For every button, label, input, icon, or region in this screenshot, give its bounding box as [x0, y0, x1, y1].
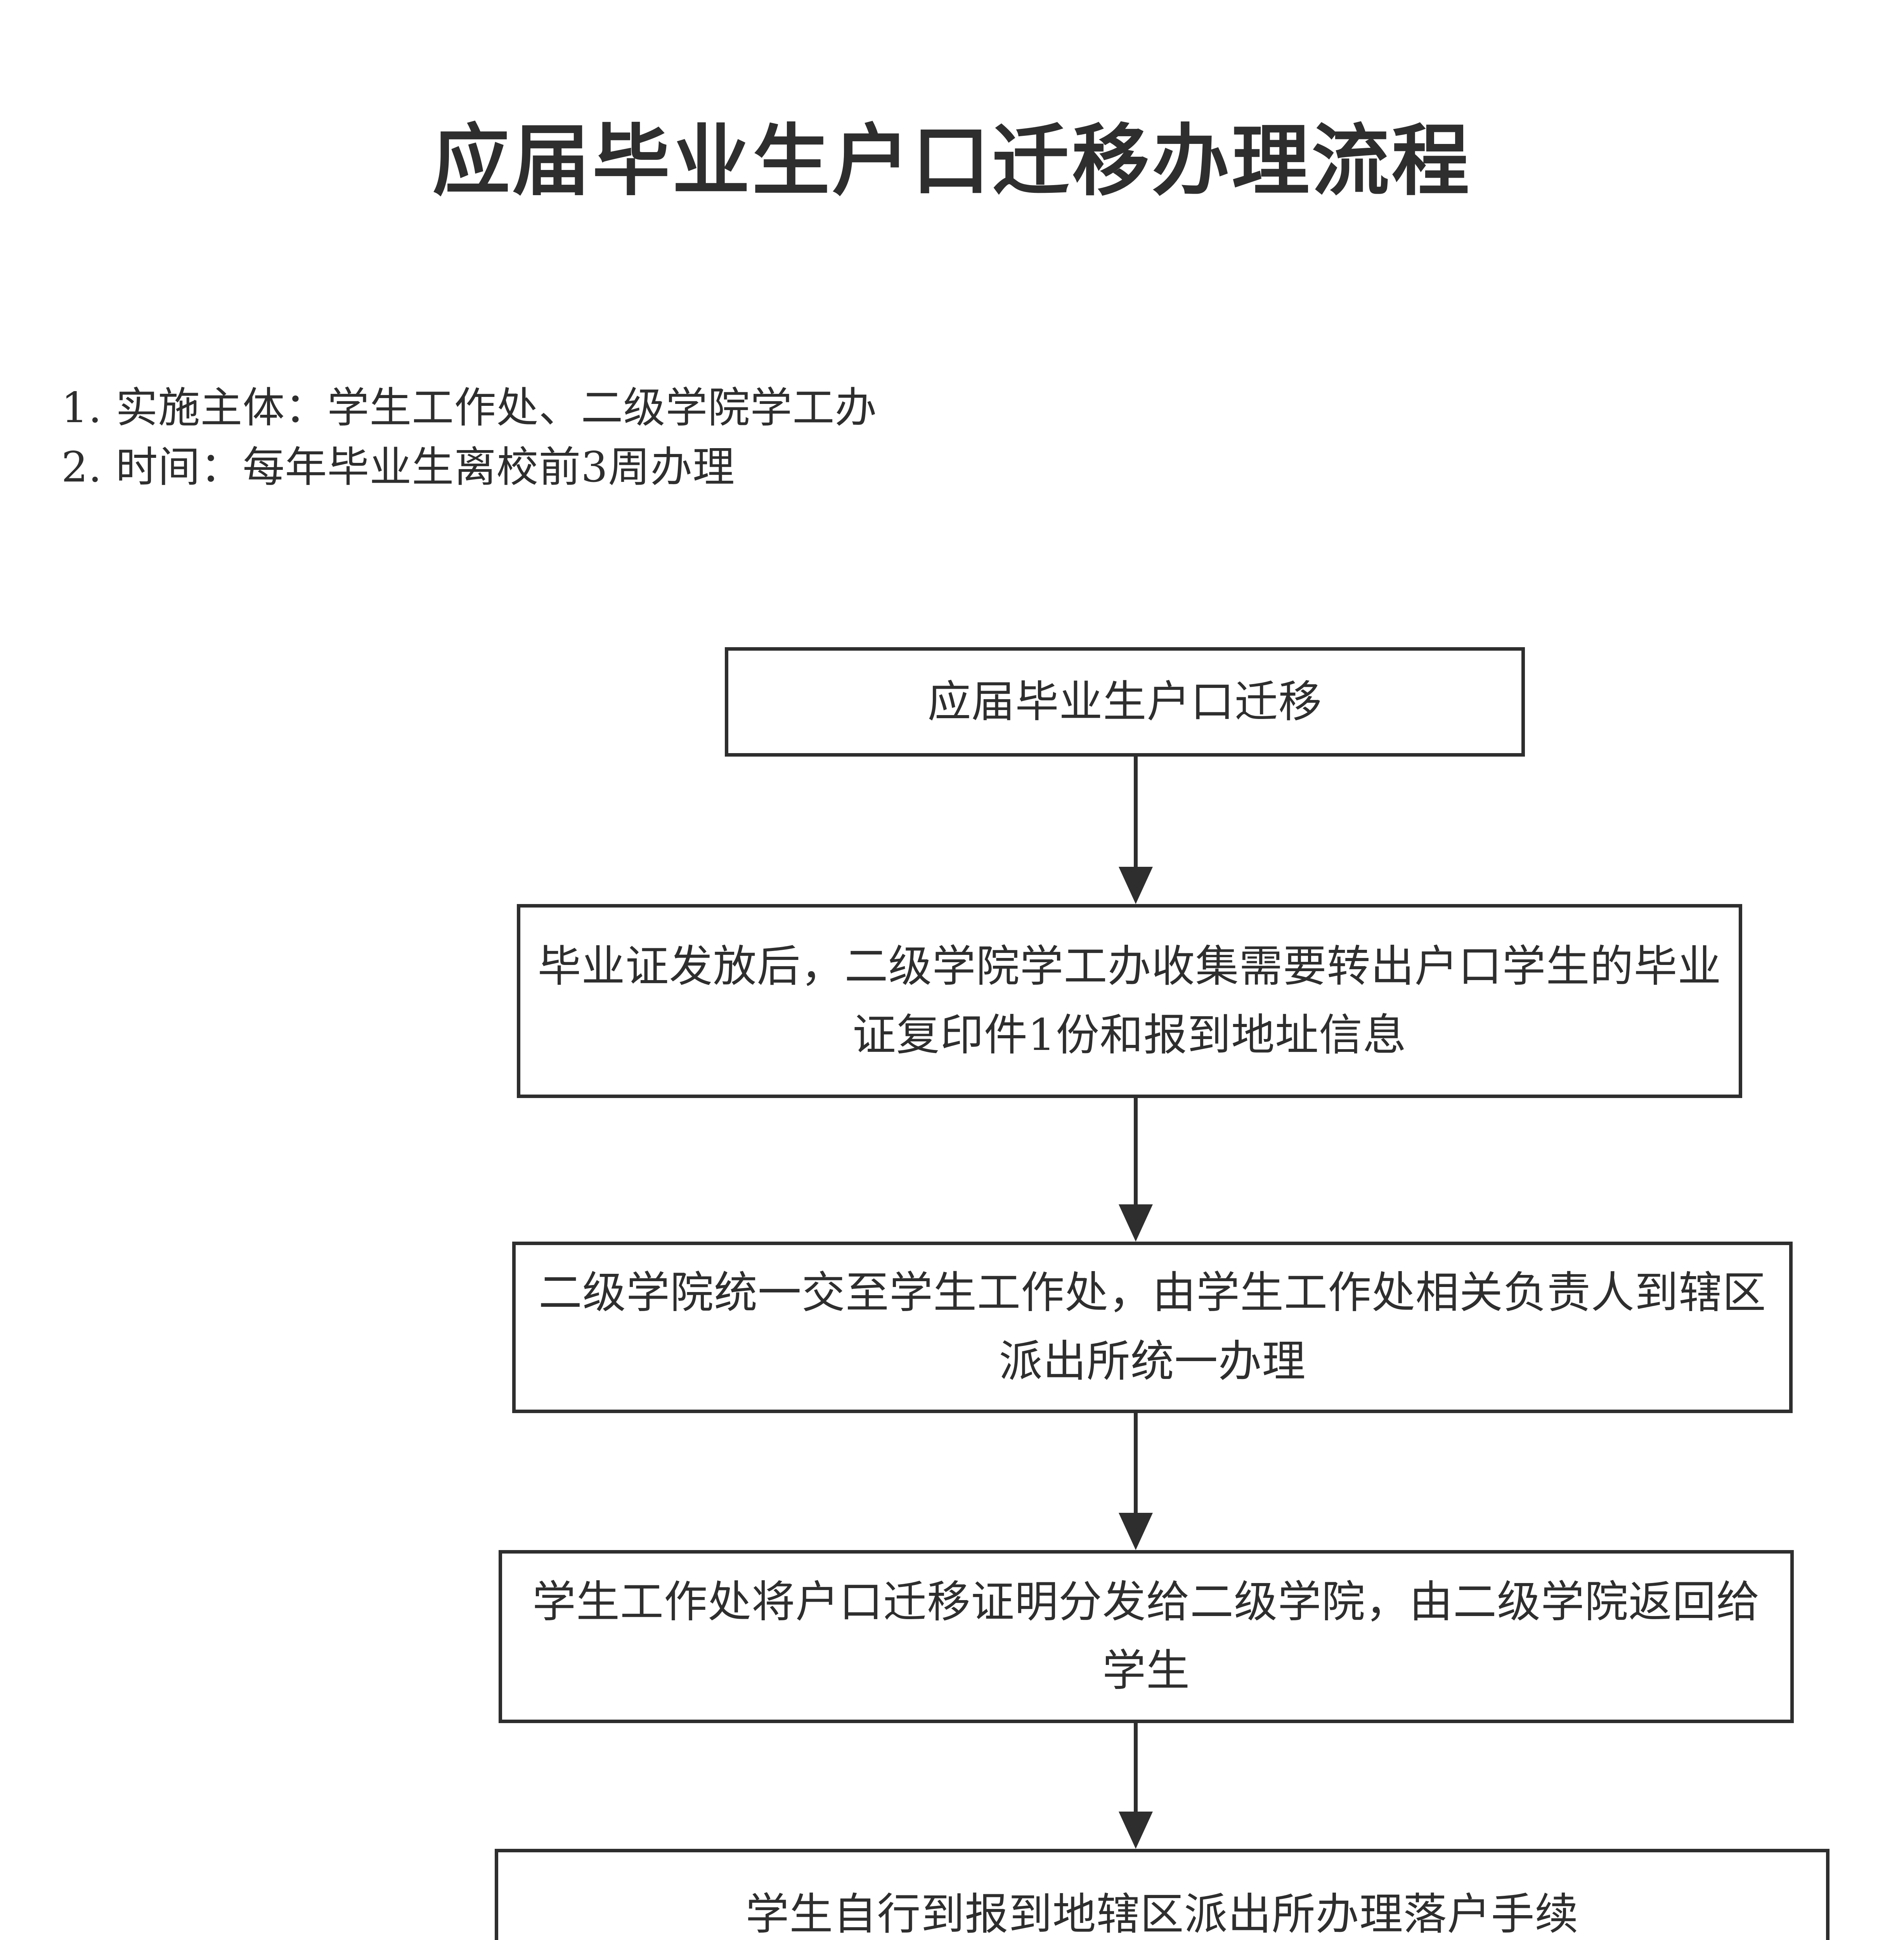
page-title: 应届毕业生户口迁移办理流程: [432, 115, 1472, 206]
arrow-head: [1119, 1812, 1153, 1849]
flow-node-step4-label: 学生自行到报到地辖区派出所办理落户手续: [745, 1889, 1579, 1940]
flow-node-step2-label: 二级学院统一交至学生工作处，由学生工作处相关负责人到辖区派出所统一办理: [539, 1268, 1766, 1387]
flow-arrow-step1-to-step2-icon: [1108, 1098, 1162, 1242]
note-line-timing: 2. 时间：每年毕业生离校前3周办理: [61, 443, 735, 492]
arrow-head: [1119, 1204, 1153, 1242]
arrow-shaft: [1134, 756, 1138, 872]
flow-node-step4[interactable]: 学生自行到报到地辖区派出所办理落户手续: [495, 1849, 1830, 1940]
arrow-shaft: [1134, 1723, 1138, 1817]
flow-arrow-step3-to-step4-icon: [1108, 1723, 1162, 1849]
arrow-shaft: [1134, 1413, 1138, 1518]
flow-node-step1[interactable]: 毕业证发放后，二级学院学工办收集需要转出户口学生的毕业证复印件1份和报到地址信息: [517, 904, 1742, 1098]
flow-arrow-start-to-step1-icon: [1108, 756, 1162, 904]
note-line-implementing-body: 1. 实施主体：学生工作处、二级学院学工办: [61, 384, 877, 432]
flow-node-step2[interactable]: 二级学院统一交至学生工作处，由学生工作处相关负责人到辖区派出所统一办理: [512, 1242, 1793, 1413]
arrow-shaft: [1134, 1098, 1138, 1210]
flow-arrow-step2-to-step3-icon: [1108, 1413, 1162, 1550]
flow-node-step3-label: 学生工作处将户口迁移证明分发给二级学院，由二级学院返回给学生: [532, 1577, 1760, 1696]
notes-block: 1. 实施主体：学生工作处、二级学院学工办 2. 时间：每年毕业生离校前3周办理: [61, 378, 1458, 497]
flow-node-step1-label: 毕业证发放后，二级学院学工办收集需要转出户口学生的毕业证复印件1份和报到地址信息: [537, 941, 1722, 1060]
arrow-head: [1119, 867, 1153, 904]
arrow-head: [1119, 1513, 1153, 1550]
flow-node-start[interactable]: 应届毕业生户口迁移: [725, 647, 1525, 757]
flow-node-step3[interactable]: 学生工作处将户口迁移证明分发给二级学院，由二级学院返回给学生: [499, 1550, 1794, 1723]
flow-node-start-label: 应届毕业生户口迁移: [927, 676, 1322, 727]
